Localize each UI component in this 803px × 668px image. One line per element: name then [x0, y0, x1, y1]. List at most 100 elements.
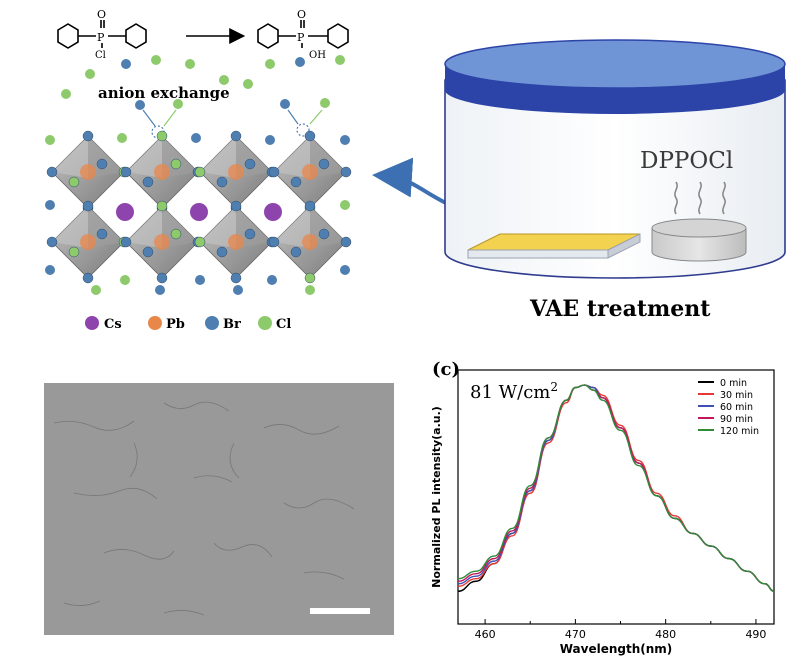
reagent-label: DPPOCl [640, 148, 733, 174]
br-ion [156, 272, 168, 284]
cl-ion [305, 285, 315, 295]
br-ion [120, 236, 132, 248]
br-ion [268, 166, 280, 178]
br-ion [191, 133, 201, 143]
reactant-phosphorus: P [97, 31, 105, 44]
br-ion [304, 200, 316, 212]
br-ion [244, 158, 256, 170]
br-ion [45, 200, 55, 210]
br-ion [244, 228, 256, 240]
pb-ion [80, 234, 96, 250]
br-ion [340, 265, 350, 275]
reactant-chlorine: Cl [95, 50, 106, 61]
br-ion [142, 246, 154, 258]
x-tick-label: 480 [655, 628, 676, 641]
pbx6-octahedron [268, 130, 352, 214]
scale-bar [310, 608, 370, 614]
br-ion [230, 272, 242, 284]
treatment-label: VAE treatment [529, 296, 711, 322]
cl-ion [45, 135, 55, 145]
reactant-molecule [57, 20, 147, 49]
product-molecule [257, 20, 349, 49]
br-ion [290, 176, 302, 188]
br-ion [318, 228, 330, 240]
br-ion [230, 130, 242, 142]
reactant-oxygen: O [97, 8, 106, 21]
br-ion [268, 236, 280, 248]
legend-label: 30 min [720, 390, 753, 401]
cl-ion [91, 285, 101, 295]
br-ion [216, 176, 228, 188]
cl-ion [117, 133, 127, 143]
x-tick-label: 460 [475, 628, 496, 641]
cl-ion [156, 200, 168, 212]
br-ion [46, 166, 58, 178]
legend-label: 120 min [720, 426, 759, 437]
br-ion [290, 246, 302, 258]
pb-ion [80, 164, 96, 180]
cs-ion [116, 203, 134, 221]
ion-legend [85, 316, 272, 330]
br-ion [267, 275, 277, 285]
br-ion [340, 166, 352, 178]
legend-br-label: Br [223, 317, 241, 332]
cl-ion [68, 246, 80, 258]
pbx6-octahedron [194, 200, 278, 284]
legend-cs-label: Cs [104, 317, 122, 332]
cl-ion [68, 176, 80, 188]
sem-image [44, 383, 394, 635]
pb-ion [302, 164, 318, 180]
cl-ion [170, 228, 182, 240]
pbx6-octahedron [194, 130, 278, 214]
power-label: 81 W/cm2 [470, 380, 558, 403]
br-ion [142, 176, 154, 188]
y-axis-label: Normalized PL intensity(a.u.) [430, 406, 443, 588]
br-ion [82, 130, 94, 142]
br-ion [318, 158, 330, 170]
cl-ion [194, 166, 206, 178]
series-line-120-min [457, 384, 775, 593]
br-ion [120, 166, 132, 178]
pbx6-octahedron [46, 130, 130, 214]
cl-ion [304, 272, 316, 284]
legend-pb-marker [148, 316, 162, 330]
perovskite-film [467, 233, 641, 259]
cs-ion [264, 203, 282, 221]
product-phosphorus: P [297, 31, 305, 44]
br-ion [195, 275, 205, 285]
plot-frame [457, 369, 775, 625]
perovskite-lattice [45, 130, 352, 295]
vae-treatment-schematic: O P Cl O P OH anion exchange [45, 8, 786, 332]
product-oxygen: O [297, 8, 306, 21]
cl-ion [156, 130, 168, 142]
anion-exchange-label: anion exchange [98, 84, 230, 102]
br-ion [96, 228, 108, 240]
x-axis-label: Wavelength(nm) [560, 642, 673, 656]
legend-pb-label: Pb [166, 317, 185, 332]
legend-br-marker [205, 316, 219, 330]
pbx6-octahedron [120, 130, 204, 214]
br-ion [230, 200, 242, 212]
br-ion [216, 246, 228, 258]
x-tick-label: 490 [745, 628, 766, 641]
cl-ion [340, 200, 350, 210]
floating-ions [61, 55, 345, 110]
br-ion [96, 158, 108, 170]
pb-ion [228, 164, 244, 180]
pb-ion [302, 234, 318, 250]
panel-label: (c) [432, 359, 460, 380]
pbx6-octahedron [46, 200, 130, 284]
legend-cs-marker [85, 316, 99, 330]
br-ion [340, 135, 350, 145]
cs-ion [190, 203, 208, 221]
x-tick-label: 470 [565, 628, 586, 641]
pbx6-octahedron [268, 200, 352, 284]
br-ion [82, 272, 94, 284]
br-ion [46, 236, 58, 248]
legend-label: 0 min [720, 378, 747, 389]
cl-ion [120, 275, 130, 285]
br-ion [45, 265, 55, 275]
br-ion [155, 285, 165, 295]
